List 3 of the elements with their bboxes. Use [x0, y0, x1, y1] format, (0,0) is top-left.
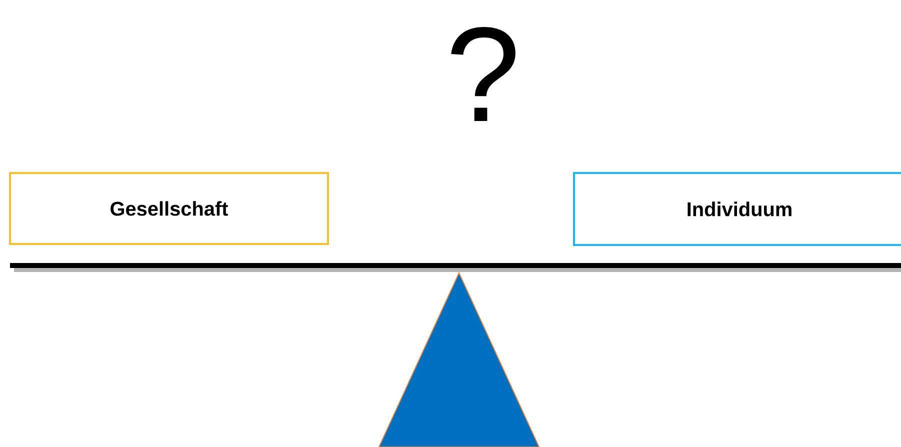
- question-mark: ?: [451, 27, 516, 121]
- label-box: Individuum: [573, 172, 901, 246]
- label-box: Gesellschaft: [9, 172, 329, 245]
